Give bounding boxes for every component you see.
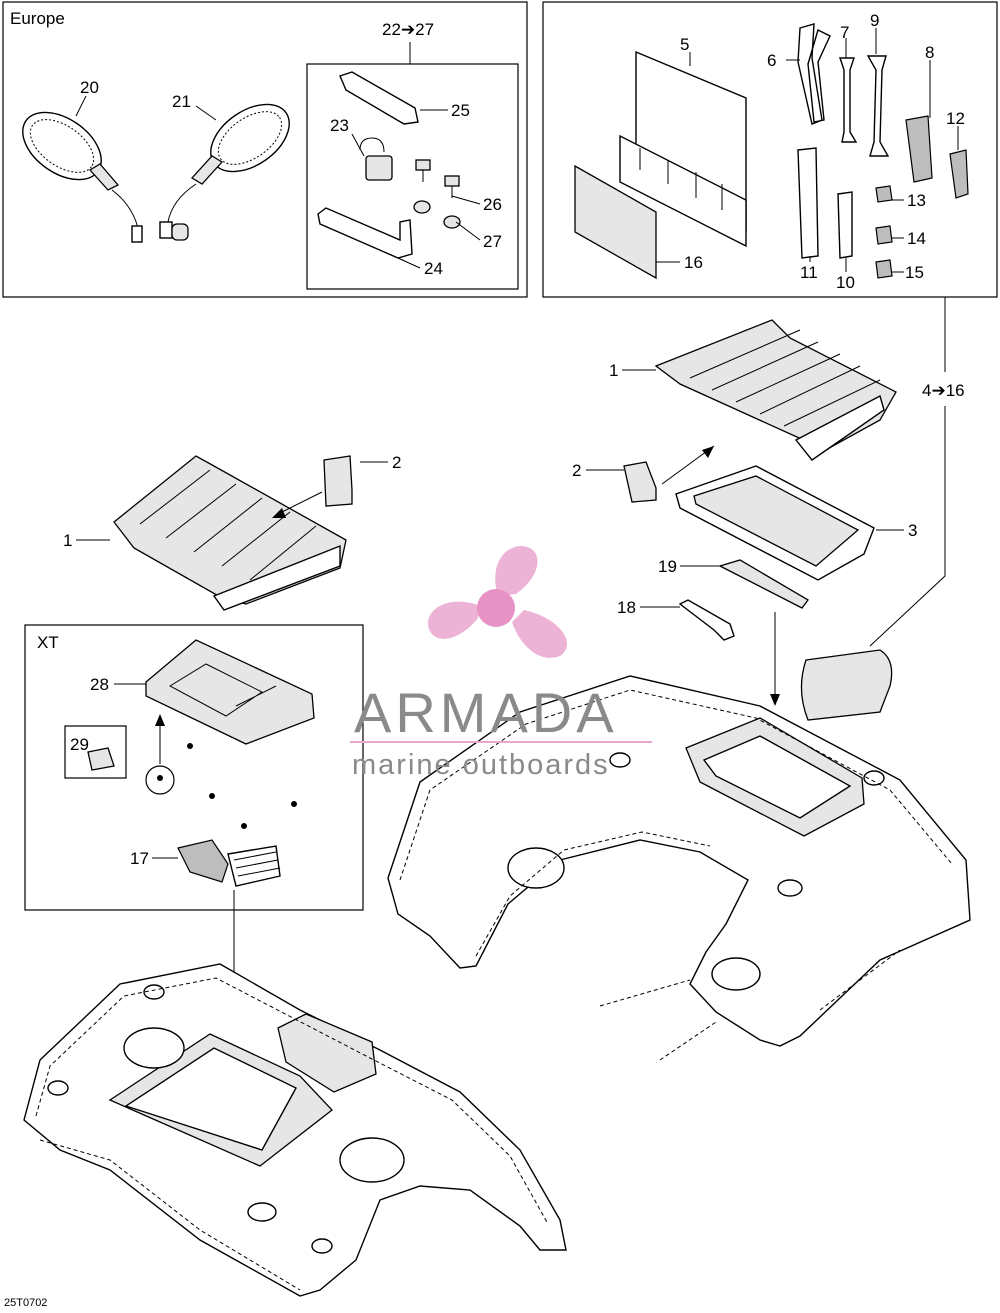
diagram-code: 25T0702 [4,1297,47,1309]
callout-19: 19 [658,557,677,576]
rivets [157,743,297,829]
xt-frame [24,624,364,911]
tube-wrench-10 [837,191,853,259]
europe-box: Europe 22➔27 [2,1,528,298]
callout-25: 25 [451,101,470,120]
tool-kit-box [542,1,998,298]
callout-21: 21 [172,92,191,111]
callout-29: 29 [70,735,89,754]
padlock-body [365,155,393,181]
callout-14: 14 [907,229,926,248]
fender-left [23,963,567,1297]
strap-17 [177,839,229,883]
callout-28: 28 [90,675,109,694]
callout-5: 5 [680,35,689,54]
screwdriver-12 [949,149,969,199]
leader-lines [75,28,959,859]
callout-20: 20 [80,78,99,97]
kit-range-label: 22➔27 [382,20,434,39]
wrench-9 [866,55,890,157]
callout-2-right: 2 [572,461,581,480]
callout-13: 13 [907,191,926,210]
hinge-19 [718,559,809,609]
key-18 [678,599,735,641]
europe-frame [2,1,528,298]
callout-2-left: 2 [392,453,401,472]
callout-6: 6 [767,51,776,70]
callout-27: 27 [483,232,502,251]
watermark: ARMADA marine outboards [350,546,652,781]
screwdriver-handle-8 [905,115,933,183]
europe-title: Europe [10,9,65,28]
detail-circle [145,765,175,795]
tool-bag-4 [800,649,893,721]
plate-24 [317,207,413,259]
xt-title: XT [37,633,59,652]
watermark-brand: ARMADA [354,681,618,744]
callout-17: 17 [130,849,149,868]
callout-1-right: 1 [609,361,618,380]
callouts: 20 21 25 23 26 27 24 5 6 7 9 8 12 13 14 … [63,11,965,868]
callout-11: 11 [800,263,818,282]
clip-29 [87,747,115,771]
propeller-logo-icon [428,546,568,658]
callout-23: 23 [330,116,349,135]
callout-16: 16 [684,253,703,272]
wrench-7 [839,57,858,143]
arrow-2-left [277,491,323,515]
tool-kit-frame [542,1,998,298]
bits-13-15 [875,185,893,279]
rack-left [113,455,347,611]
callout-1-left: 1 [63,531,72,550]
bolts-26 [415,159,460,198]
callout-7: 7 [840,23,849,42]
callout-10: 10 [836,273,855,292]
callout-24: 24 [424,259,443,278]
mirror-right [159,103,290,241]
connector-kit [869,297,946,647]
watermark-tagline: marine outboards [352,749,610,781]
tool-kit-range-label: 4➔16 [922,381,965,400]
callout-26: 26 [483,195,502,214]
callout-15: 15 [905,263,924,282]
mirror-left [22,111,143,243]
xt-box: XT [24,624,364,911]
clip-2-right [623,461,657,503]
fender-right [387,675,971,1061]
callout-8: 8 [925,43,934,62]
rack-right [654,319,897,461]
callout-3: 3 [908,521,917,540]
clip-29-frame [64,725,127,779]
tube-wrench-11 [797,147,819,259]
nuts-27 [413,200,461,229]
callout-9: 9 [870,11,879,30]
bracket-25 [339,71,419,125]
clip-2-left [323,455,353,507]
padlock-shackle [359,137,385,153]
callout-12: 12 [946,109,965,128]
callout-18: 18 [617,598,636,617]
pliers-6 [797,23,831,125]
rack-plate-28 [145,639,315,745]
kit-frame [306,63,519,290]
manual-16 [574,164,657,280]
